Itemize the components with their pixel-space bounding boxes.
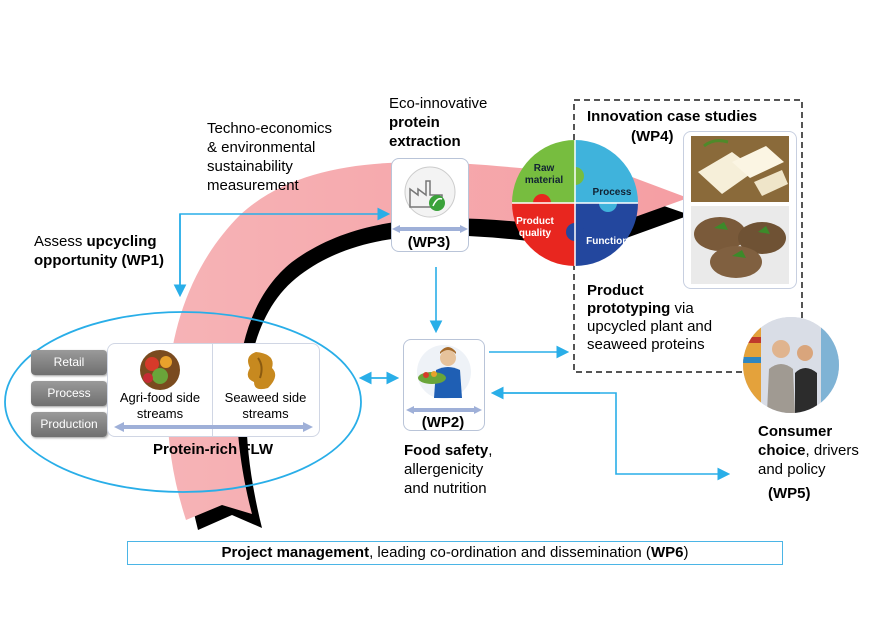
innovation-title: Innovation case studies [587, 108, 758, 125]
flw-ellipse [4, 311, 362, 493]
techno-economics-text: Techno-economics & environmental sustain… [207, 120, 333, 194]
project-management-box: Project management, leading co-ordinatio… [127, 541, 783, 565]
puzzle-process: Process [592, 187, 632, 198]
wp2-double-arrow [406, 406, 482, 414]
seaweed-icon [247, 352, 276, 390]
puzzle-circle [512, 140, 638, 266]
big-arrow-body [167, 150, 688, 520]
wp2-label: (WP2) [421, 414, 465, 431]
food-safety-text: Food safety, allergenicity and nutrition [404, 442, 493, 497]
chef-icon [417, 345, 471, 399]
patties-photo-icon [691, 206, 789, 284]
shopping-couple-icon [743, 317, 839, 413]
wp3-double-arrow [392, 225, 468, 233]
flw-icons [140, 350, 276, 390]
pill-retail: Retail [31, 350, 107, 375]
pill-production: Production [31, 412, 107, 437]
wp3-label: (WP3) [407, 234, 451, 251]
prototyping-text: Product prototyping via upcycled plant a… [587, 282, 713, 353]
wp2-card [403, 339, 485, 431]
puzzle-functions: Functions [586, 236, 634, 247]
wp5-label: (WP5) [768, 485, 811, 502]
connector-wp2-wp5 [496, 392, 731, 481]
assess-text: Assess upcycling opportunity (WP1) [34, 233, 164, 269]
vegetables-icon [140, 350, 180, 390]
flw-double-arrow [114, 422, 313, 432]
consumer-text: Consumer choice, drivers and policy [758, 423, 859, 478]
eco-innovative-text: Eco-innovative protein extraction [389, 95, 488, 150]
wp4-label: (WP4) [631, 128, 674, 145]
wp3-card [391, 158, 469, 252]
photos-card [683, 131, 797, 289]
tofu-photo-icon [691, 136, 789, 202]
factory-leaf-icon [404, 166, 456, 218]
pill-process: Process [31, 381, 107, 406]
photos [691, 136, 789, 284]
flw-title: Protein-rich FLW [153, 441, 273, 458]
